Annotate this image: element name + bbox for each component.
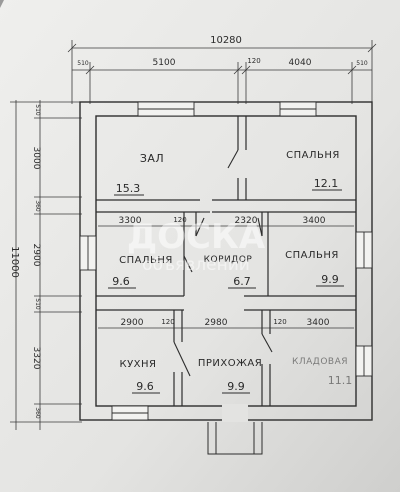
room-name-kitchen: КУХНЯ <box>119 359 156 370</box>
dim-row2-1: 120 <box>161 318 174 326</box>
dim-row1-1: 120 <box>173 216 186 224</box>
room-area-bedroom-1: 12.1 <box>314 177 339 190</box>
watermark-line-2: объявлений <box>142 255 250 275</box>
room-name-hallway: ПРИХОЖАЯ <box>198 358 262 369</box>
windows <box>79 101 373 421</box>
room-area-hallway: 9.9 <box>227 380 245 393</box>
porch <box>207 422 263 455</box>
dim-left-4: 510 <box>34 298 41 310</box>
dim-top-1: 5100 <box>153 58 176 68</box>
room-area-kitchen: 9.6 <box>136 380 154 393</box>
dim-left-2: 360 <box>34 200 41 212</box>
dim-row2-0: 2900 <box>121 318 144 328</box>
dim-row1-3: 3400 <box>303 216 326 226</box>
room-name-corridor: КОРИДОР <box>204 255 253 265</box>
room-area-storage: 11.1 <box>328 374 353 387</box>
dim-row2-4: 3400 <box>307 318 330 328</box>
dim-top-0: 510 <box>77 60 89 67</box>
room-name-bedroom-1: СПАЛЬНЯ <box>286 150 340 161</box>
dim-top-4: 510 <box>356 60 368 67</box>
room-name-bedroom-2: СПАЛЬНЯ <box>119 255 173 266</box>
interior-walls <box>96 116 356 406</box>
dim-row2-2: 2980 <box>205 318 228 328</box>
dim-left-3: 2900 <box>31 244 41 267</box>
room-area-bedroom-2: 9.6 <box>112 275 130 288</box>
room-name-zal: ЗАЛ <box>140 152 164 165</box>
door-swings <box>173 149 273 377</box>
room-name-storage: КЛАДОВАЯ <box>292 357 348 367</box>
room-name-bedroom-3: СПАЛЬНЯ <box>285 250 339 261</box>
dim-top-total: 10280 <box>210 35 242 46</box>
dim-row1-2: 2320 <box>235 216 258 226</box>
top-dimension-lines <box>67 40 377 104</box>
entrance-gap <box>222 404 248 422</box>
left-dimension-lines <box>10 100 82 430</box>
dim-left-total: 11000 <box>9 246 20 278</box>
room-area-zal: 15.3 <box>116 182 141 195</box>
dim-row1-0: 3300 <box>119 216 142 226</box>
dim-left-6: 360 <box>34 407 41 419</box>
room-area-corridor: 6.7 <box>233 275 251 288</box>
dim-left-1: 3000 <box>31 147 41 170</box>
watermark-line-1: ДОСКА <box>127 217 266 257</box>
dim-top-3: 4040 <box>289 58 312 68</box>
dim-left-0: 510 <box>34 104 41 116</box>
room-area-bedroom-3: 9.9 <box>321 273 339 286</box>
dim-top-2: 120 <box>247 57 260 65</box>
dim-row2-3: 120 <box>273 318 286 326</box>
dim-left-5: 3320 <box>31 347 41 370</box>
